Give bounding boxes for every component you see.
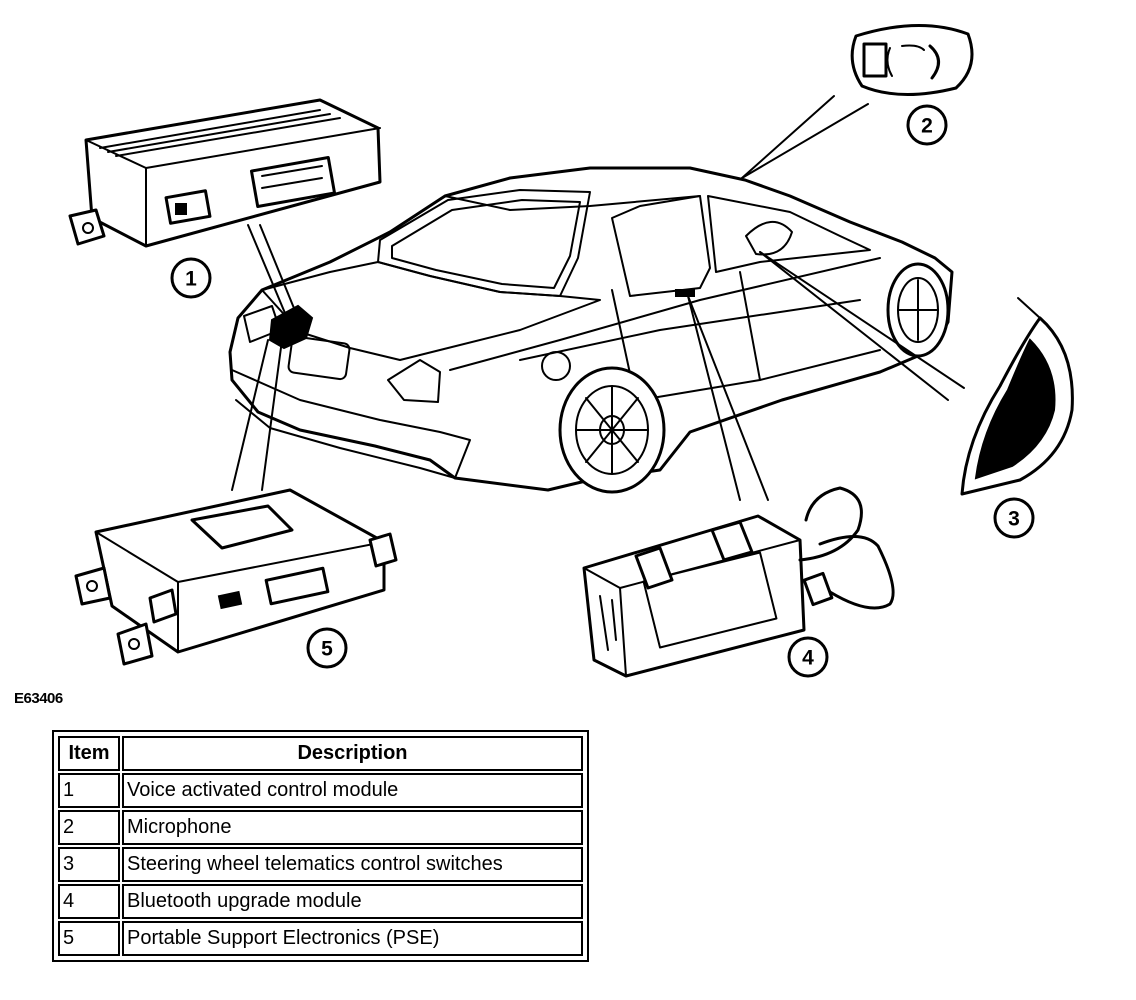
microphone-drawing (850, 23, 974, 96)
beltline (449, 257, 881, 371)
callout-1-label: 1 (185, 268, 197, 291)
legend-item-number: 5 (58, 921, 120, 956)
license-plate-recess (287, 335, 351, 381)
legend-item-description: Portable Support Electronics (PSE) (122, 921, 583, 956)
legend-table-frame: Item Description 1 Voice activated contr… (52, 730, 589, 962)
table-row: 3 Steering wheel telematics control swit… (58, 847, 583, 882)
table-row: 4 Bluetooth upgrade module (58, 884, 583, 919)
side-window-front (707, 195, 871, 273)
steering-switches-drawing (960, 297, 1074, 496)
side-sill (639, 349, 881, 401)
legend-item-description: Microphone (122, 810, 583, 845)
legend-item-number: 4 (58, 884, 120, 919)
door-handle-location (675, 289, 695, 297)
figure-id: E63406 (14, 690, 63, 707)
legend-header-row: Item Description (58, 736, 583, 771)
leader-lines (231, 95, 965, 501)
legend-header-description: Description (122, 736, 583, 771)
legend-item-description: Bluetooth upgrade module (122, 884, 583, 919)
bluetooth-module-drawing (582, 486, 895, 678)
door-crease (519, 299, 861, 361)
table-row: 1 Voice activated control module (58, 773, 583, 808)
callout-2: 2 (906, 104, 948, 146)
legend-item-description: Voice activated control module (122, 773, 583, 808)
boot-mounted-module (268, 304, 314, 350)
callout-5-label: 5 (321, 638, 333, 661)
car-illustration (228, 166, 954, 494)
callout-2-label: 2 (921, 115, 933, 138)
trunk-lid (261, 261, 601, 361)
front-wheel (886, 262, 950, 358)
legend-item-number: 2 (58, 810, 120, 845)
legend-item-description: Steering wheel telematics control switch… (122, 847, 583, 882)
roof-line (444, 195, 701, 211)
callout-3: 3 (993, 497, 1035, 539)
callout-4: 4 (787, 636, 829, 678)
table-row: 5 Portable Support Electronics (PSE) (58, 921, 583, 956)
rear-window-inner (391, 199, 581, 289)
table-row: 2 Microphone (58, 810, 583, 845)
pse-module-drawing (74, 488, 398, 666)
steering-wheel (745, 221, 793, 256)
component-location-diagram: 1 2 3 4 5 (68, 23, 1074, 678)
legend-header-item: Item (58, 736, 120, 771)
rear-bumper (231, 369, 471, 479)
rear-wheel (558, 366, 666, 494)
callout-4-label: 4 (802, 647, 814, 670)
legend-table: Item Description 1 Voice activated contr… (56, 734, 585, 958)
legend-item-number: 3 (58, 847, 120, 882)
callout-3-label: 3 (1008, 508, 1020, 531)
tail-light (387, 359, 441, 403)
legend-item-number: 1 (58, 773, 120, 808)
callout-5: 5 (306, 627, 348, 669)
fuel-cap (541, 351, 571, 381)
side-window-rear (611, 195, 711, 297)
voice-control-module-drawing (68, 98, 382, 248)
callout-1: 1 (170, 257, 212, 299)
